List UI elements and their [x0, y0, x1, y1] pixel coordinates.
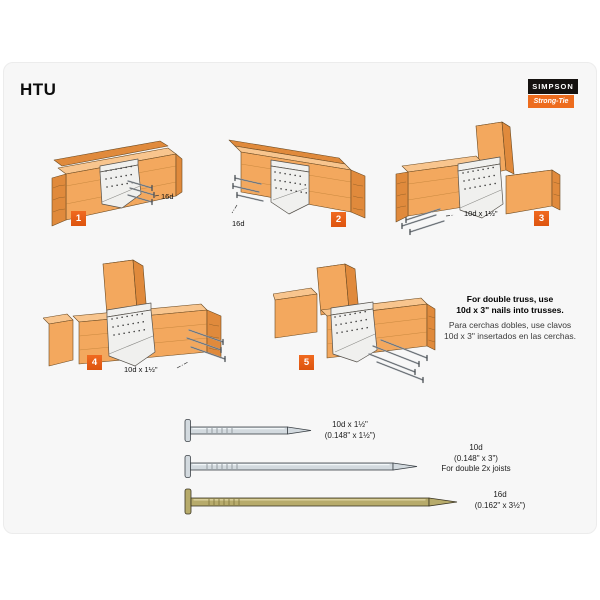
step-badge-4: 4: [87, 355, 102, 370]
note-spanish-line1: Para cerchas dobles, use clavos: [448, 320, 572, 330]
nail-label-16d: 16d (0.162" x 3½"): [445, 490, 555, 511]
nail-name: 10d: [469, 443, 483, 452]
simpson-strongtie-logo: SIMPSON Strong-Tie: [528, 79, 578, 108]
step-badge-5: 5: [299, 355, 314, 370]
nail-illustration-10d-long: [184, 455, 418, 478]
nail-name: 10d x 1½": [332, 420, 368, 429]
nails-group: [127, 180, 161, 206]
nail-label-10d-short: 10d x 1½" (0.148" x 1½"): [300, 420, 400, 441]
step-badge-1: 1: [71, 211, 86, 226]
nail-callout-2: 16d: [232, 219, 245, 228]
truss-illustration-4: [43, 259, 226, 369]
hanger-group: [99, 158, 142, 209]
nail-illustration-16d: [184, 488, 458, 515]
truss-illustration-1: [51, 140, 183, 227]
nail-callout-4: 10d x 1½": [124, 365, 158, 374]
logo-simpson-text: SIMPSON: [528, 79, 578, 94]
nail-label-10d-long: 10d (0.148" x 3") For double 2x joists: [421, 443, 531, 475]
nail-spec: (0.162" x 3½"): [474, 500, 526, 510]
nails-group: [401, 208, 455, 236]
hanger-group: [457, 156, 504, 219]
nail-illustration-10d-short: [184, 419, 312, 442]
hanger-group: [270, 159, 310, 215]
hanger-group: [106, 302, 156, 367]
truss-illustration-5: [273, 263, 436, 384]
note-english-line1: For double truss, use: [466, 294, 554, 304]
nail-callout-1: 16d: [161, 192, 174, 201]
hanger-group: [330, 301, 378, 363]
nail-spec: (0.148" x 3"): [454, 453, 498, 463]
double-truss-note: For double truss, use 10d x 3" nails int…: [428, 294, 592, 342]
step-badge-3: 3: [534, 211, 549, 226]
nail-callout-3: 10d x 1½": [464, 209, 498, 218]
note-english-line2: 10d x 3" nails into trusses.: [456, 305, 564, 315]
truss-illustration-3: [395, 121, 561, 236]
nails-group: [368, 339, 428, 384]
nails-group: [231, 174, 264, 214]
truss-illustration-2: [228, 139, 366, 219]
step-badge-2: 2: [331, 212, 346, 227]
nail-spec: (0.148" x 1½"): [324, 430, 376, 440]
page-title: HTU: [20, 80, 57, 99]
note-spanish-line2: 10d x 3" insertados en las cerchas.: [443, 331, 576, 341]
logo-strongtie-text: Strong-Tie: [528, 95, 574, 108]
nails-group: [176, 329, 226, 369]
nail-name: 16d: [493, 490, 507, 499]
nail-note: For double 2x joists: [441, 464, 511, 473]
